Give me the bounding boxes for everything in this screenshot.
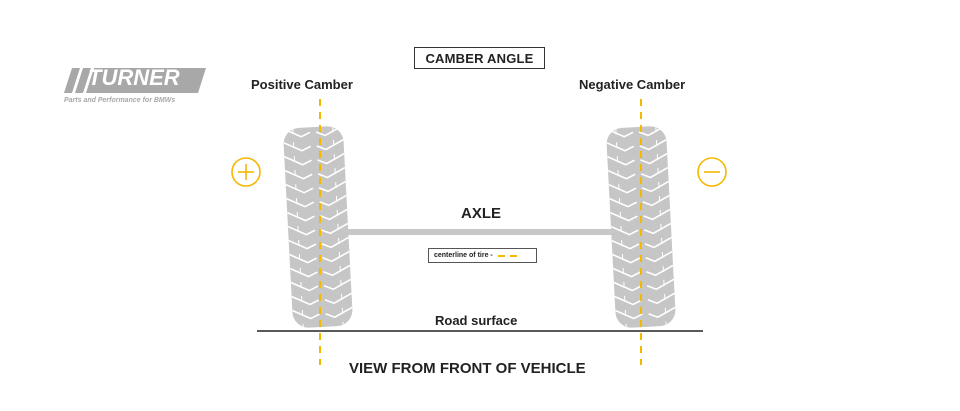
legend-text: centerline of tire - bbox=[434, 252, 493, 259]
axle-bar bbox=[345, 229, 613, 235]
positive-camber-label: Positive Camber bbox=[251, 77, 353, 92]
left-tire bbox=[282, 125, 354, 329]
view-label: VIEW FROM FRONT OF VEHICLE bbox=[349, 360, 586, 377]
legend-dash-icon bbox=[497, 254, 517, 257]
logo-icon bbox=[64, 68, 206, 93]
minus-icon bbox=[697, 157, 727, 187]
road-surface-label: Road surface bbox=[435, 313, 518, 328]
logo-wordmark: TURNER bbox=[88, 65, 180, 90]
logo-tagline: Parts and Performance for BMWs bbox=[64, 97, 176, 104]
centerline-legend: centerline of tire - bbox=[428, 248, 537, 263]
right-tire bbox=[605, 125, 677, 329]
negative-camber-label: Negative Camber bbox=[579, 77, 686, 92]
right-tire-tread bbox=[605, 125, 677, 329]
axle-label: AXLE bbox=[461, 205, 502, 222]
diagram-title: CAMBER ANGLE bbox=[414, 47, 545, 69]
plus-icon bbox=[231, 157, 261, 187]
